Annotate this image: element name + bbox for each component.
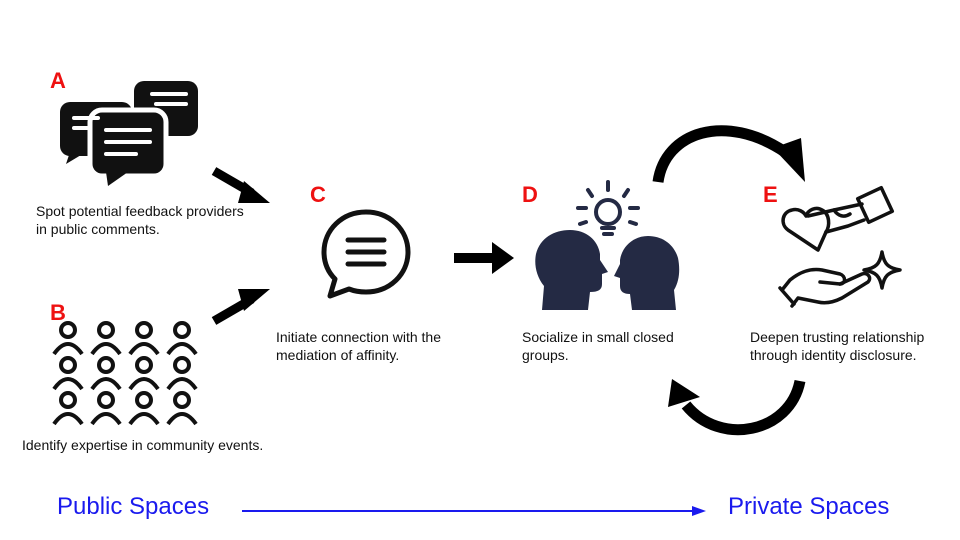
step-c-caption: Initiate connection with the mediation o… bbox=[276, 329, 441, 363]
cycle-arrow-top bbox=[652, 125, 805, 184]
step-d-letter: D bbox=[522, 182, 538, 207]
chat-bubbles-icon bbox=[60, 81, 198, 186]
cycle-arrow-bottom bbox=[668, 379, 806, 436]
step-b-caption: Identify expertise in community events. bbox=[22, 437, 264, 453]
step-a-caption: Spot potential feedback providers in pub… bbox=[36, 203, 244, 237]
arrow-b-to-c bbox=[211, 289, 270, 325]
spectrum-arrow bbox=[242, 506, 706, 516]
crowd-icon bbox=[52, 321, 198, 426]
step-e-letter: E bbox=[763, 182, 778, 207]
step-e-caption: Deepen trusting relationship through ide… bbox=[750, 329, 925, 363]
private-spaces-label: Private Spaces bbox=[728, 493, 890, 520]
arrow-c-to-d bbox=[454, 242, 514, 274]
speech-bubble-icon bbox=[321, 209, 411, 299]
step-b-letter: B bbox=[50, 300, 66, 325]
heart-gift-hand-icon bbox=[778, 185, 902, 308]
arrow-a-to-c bbox=[211, 167, 270, 203]
heads-lightbulb-icon bbox=[535, 180, 680, 310]
step-d-caption: Socialize in small closed groups. bbox=[522, 329, 674, 363]
public-spaces-label: Public Spaces bbox=[57, 493, 210, 520]
step-c-letter: C bbox=[310, 182, 326, 207]
step-a-letter: A bbox=[50, 68, 66, 93]
